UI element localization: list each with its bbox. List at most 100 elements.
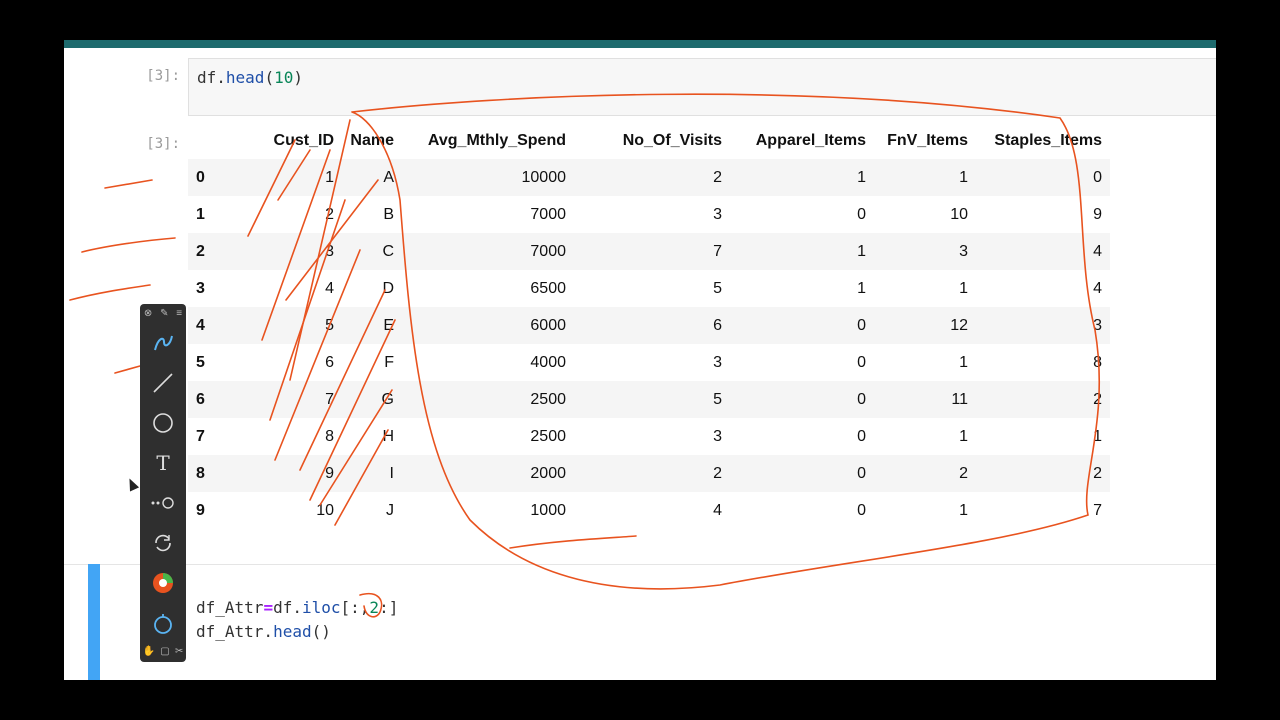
header-bar: [64, 40, 1216, 48]
ink-stroke: [274, 249, 361, 461]
table-cell: 2500: [530, 427, 566, 445]
code-token: (): [311, 622, 331, 641]
row-index: 5: [196, 353, 205, 371]
table-cell: 2: [713, 168, 722, 186]
table-cell: 3: [713, 205, 722, 223]
table-cell: 2000: [530, 464, 566, 482]
table-cell: 2500: [530, 390, 566, 408]
table-cell: 0: [857, 390, 866, 408]
table-cell: 1: [857, 168, 866, 186]
table-cell: 6000: [530, 316, 566, 334]
table-cell: 6500: [530, 279, 566, 297]
table-cell: 9: [1093, 205, 1102, 223]
table-cell: 1: [857, 242, 866, 260]
table-cell: 1: [857, 279, 866, 297]
table-cell: J: [386, 501, 394, 519]
table-cell: 0: [857, 205, 866, 223]
table-cell: 11: [951, 390, 968, 408]
code-token: df.: [197, 68, 226, 87]
line-icon[interactable]: [148, 368, 178, 398]
table-cell: 1000: [530, 501, 566, 519]
table-cell: 0: [857, 427, 866, 445]
table-cell: 5: [713, 390, 722, 408]
table-cell: 1: [959, 279, 968, 297]
table-cell: 2: [325, 205, 334, 223]
table-cell: 0: [1093, 168, 1102, 186]
copy-icon[interactable]: ▢: [160, 646, 170, 657]
table-cell: A: [383, 168, 394, 186]
ink-stroke: [309, 319, 396, 501]
hand-icon[interactable]: ✋: [142, 646, 156, 657]
timer-icon[interactable]: [148, 608, 178, 638]
freehand-icon[interactable]: [148, 328, 178, 358]
table-cell: F: [384, 353, 394, 371]
table-cell: 10: [316, 501, 334, 519]
scissors-icon[interactable]: ✂: [174, 646, 184, 657]
annotation-toolbar: ⊗ ✎ ≡ T ✋ ▢ ✂: [140, 304, 186, 662]
column-header: Apparel_Items: [755, 132, 866, 149]
active-cell-indicator: [88, 564, 100, 680]
table-cell: B: [383, 205, 394, 223]
column-header: Avg_Mthly_Spend: [427, 132, 566, 149]
table-cell: 1: [959, 168, 968, 186]
table-cell: 6: [325, 353, 334, 371]
rotate-icon[interactable]: [148, 528, 178, 558]
color-icon[interactable]: [148, 568, 178, 598]
ink-stroke: [261, 149, 331, 341]
table-cell: 7: [1093, 501, 1102, 519]
row-index: 1: [196, 205, 205, 223]
column-header: No_Of_Visits: [622, 132, 722, 149]
row-index: 9: [196, 501, 205, 519]
table-cell: 2: [1093, 464, 1102, 482]
ink-stroke: [285, 179, 379, 301]
dots-icon[interactable]: [148, 488, 178, 518]
code-token: 10: [274, 68, 294, 87]
text-icon[interactable]: T: [156, 451, 170, 475]
input-prompt: [3]:: [146, 68, 180, 84]
code-token: df_Attr.: [196, 622, 274, 641]
table-cell: 4: [1093, 242, 1102, 260]
pen-icon[interactable]: ✎: [160, 308, 169, 319]
ink-stroke: [69, 284, 151, 301]
table-cell: 3: [325, 242, 334, 260]
code-cell-2[interactable]: df_Attr=df.iloc[:,2:] df_Attr.head(): [188, 588, 1216, 648]
code-token: =: [263, 598, 274, 617]
code-token: (: [264, 68, 275, 87]
code-token: df.: [273, 598, 302, 617]
toolbar-top-row: ⊗ ✎ ≡: [140, 308, 186, 319]
table-cell: 2: [713, 464, 722, 482]
table-cell: 7000: [530, 242, 566, 260]
table-cell: E: [383, 316, 394, 334]
table-cell: 7: [713, 242, 722, 260]
table-cell: 6: [713, 316, 722, 334]
ink-stroke: [104, 179, 153, 189]
code-cell-1[interactable]: df.head(10): [188, 58, 1216, 116]
row-index: 6: [196, 390, 205, 408]
table-cell: 10: [950, 205, 968, 223]
ink-stroke: [509, 535, 637, 549]
circle-icon[interactable]: [148, 408, 178, 438]
ink-stroke: [334, 429, 389, 526]
table-cell: 1: [959, 427, 968, 445]
row-index: 7: [196, 427, 205, 445]
table-cell: 9: [325, 464, 334, 482]
menu-icon[interactable]: ≡: [176, 308, 183, 319]
ink-stroke: [319, 389, 393, 506]
table-cell: 4: [325, 279, 334, 297]
code-token: df_Attr: [196, 598, 264, 617]
table-cell: H: [382, 427, 394, 445]
table-header-row: Cust_ID Name Avg_Mthly_Spend No_Of_Visit…: [188, 123, 1110, 159]
row-index: 8: [196, 464, 205, 482]
table-cell: 3: [1093, 316, 1102, 334]
close-icon[interactable]: ⊗: [143, 308, 153, 319]
column-header: FnV_Items: [887, 132, 968, 149]
toolbar-bottom-row: ✋ ▢ ✂: [140, 646, 186, 657]
